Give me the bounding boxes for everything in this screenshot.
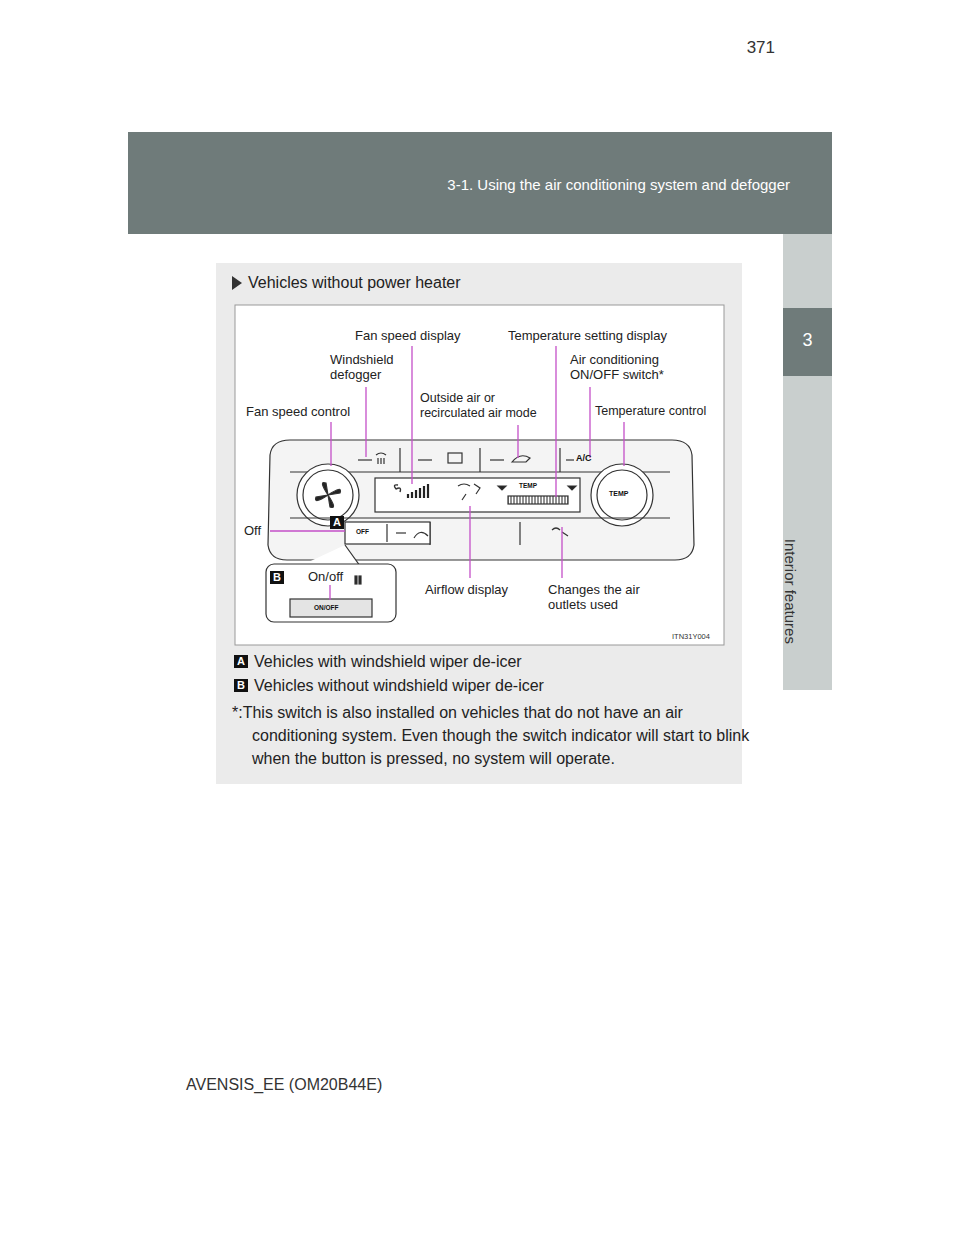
page-number: 371 xyxy=(700,38,775,58)
button-legend: ON/OFF xyxy=(314,604,354,612)
callout-label: Air conditioning ON/OFF switch* xyxy=(570,352,690,383)
callout-label: Windshield defogger xyxy=(330,352,410,383)
callout-badge: B xyxy=(270,571,284,584)
callout-badge: A xyxy=(234,655,248,668)
callout-label: Temperature setting display xyxy=(508,328,688,343)
footnote: *:This switch is also installed on vehic… xyxy=(232,701,752,771)
callout-label: Temperature control xyxy=(595,404,720,419)
callout-label: Changes the air outlets used xyxy=(548,582,663,613)
bullet-arrow xyxy=(232,276,242,290)
chapter-tab xyxy=(783,308,832,376)
callout-badge: A xyxy=(330,516,344,529)
callout-label: Airflow display xyxy=(425,582,535,597)
leader-lines xyxy=(270,346,624,600)
callout-label: Fan speed control xyxy=(246,404,361,419)
inset-b xyxy=(266,545,396,622)
note-text: Vehicles with windshield wiper de-icer xyxy=(254,653,724,672)
button-legend: A/C xyxy=(576,453,606,464)
header-band xyxy=(128,132,832,234)
display-legend: TEMP xyxy=(519,482,549,490)
chapter-title: Interior features xyxy=(781,539,799,719)
callout-label: Outside air or recirculated air mode xyxy=(420,391,554,421)
callout-label: On/off xyxy=(308,569,358,584)
section-heading: Vehicles without power heater xyxy=(248,274,648,293)
running-header: 3-1. Using the air conditioning system a… xyxy=(380,176,790,194)
manual-code: AVENSIS_EE (OM20B44E) xyxy=(186,1076,486,1095)
callout-label: Off xyxy=(244,523,274,538)
figure-code: ITN31Y004 xyxy=(672,633,722,642)
control-panel xyxy=(268,440,694,560)
knob-legend: TEMP xyxy=(609,490,639,498)
chapter-number: 3 xyxy=(783,330,832,351)
button-legend: OFF xyxy=(356,528,380,536)
callout-badge: B xyxy=(234,679,248,692)
note-text: Vehicles without windshield wiper de-ice… xyxy=(254,677,724,696)
figure-frame xyxy=(235,305,724,645)
callout-label: Fan speed display xyxy=(355,328,475,343)
